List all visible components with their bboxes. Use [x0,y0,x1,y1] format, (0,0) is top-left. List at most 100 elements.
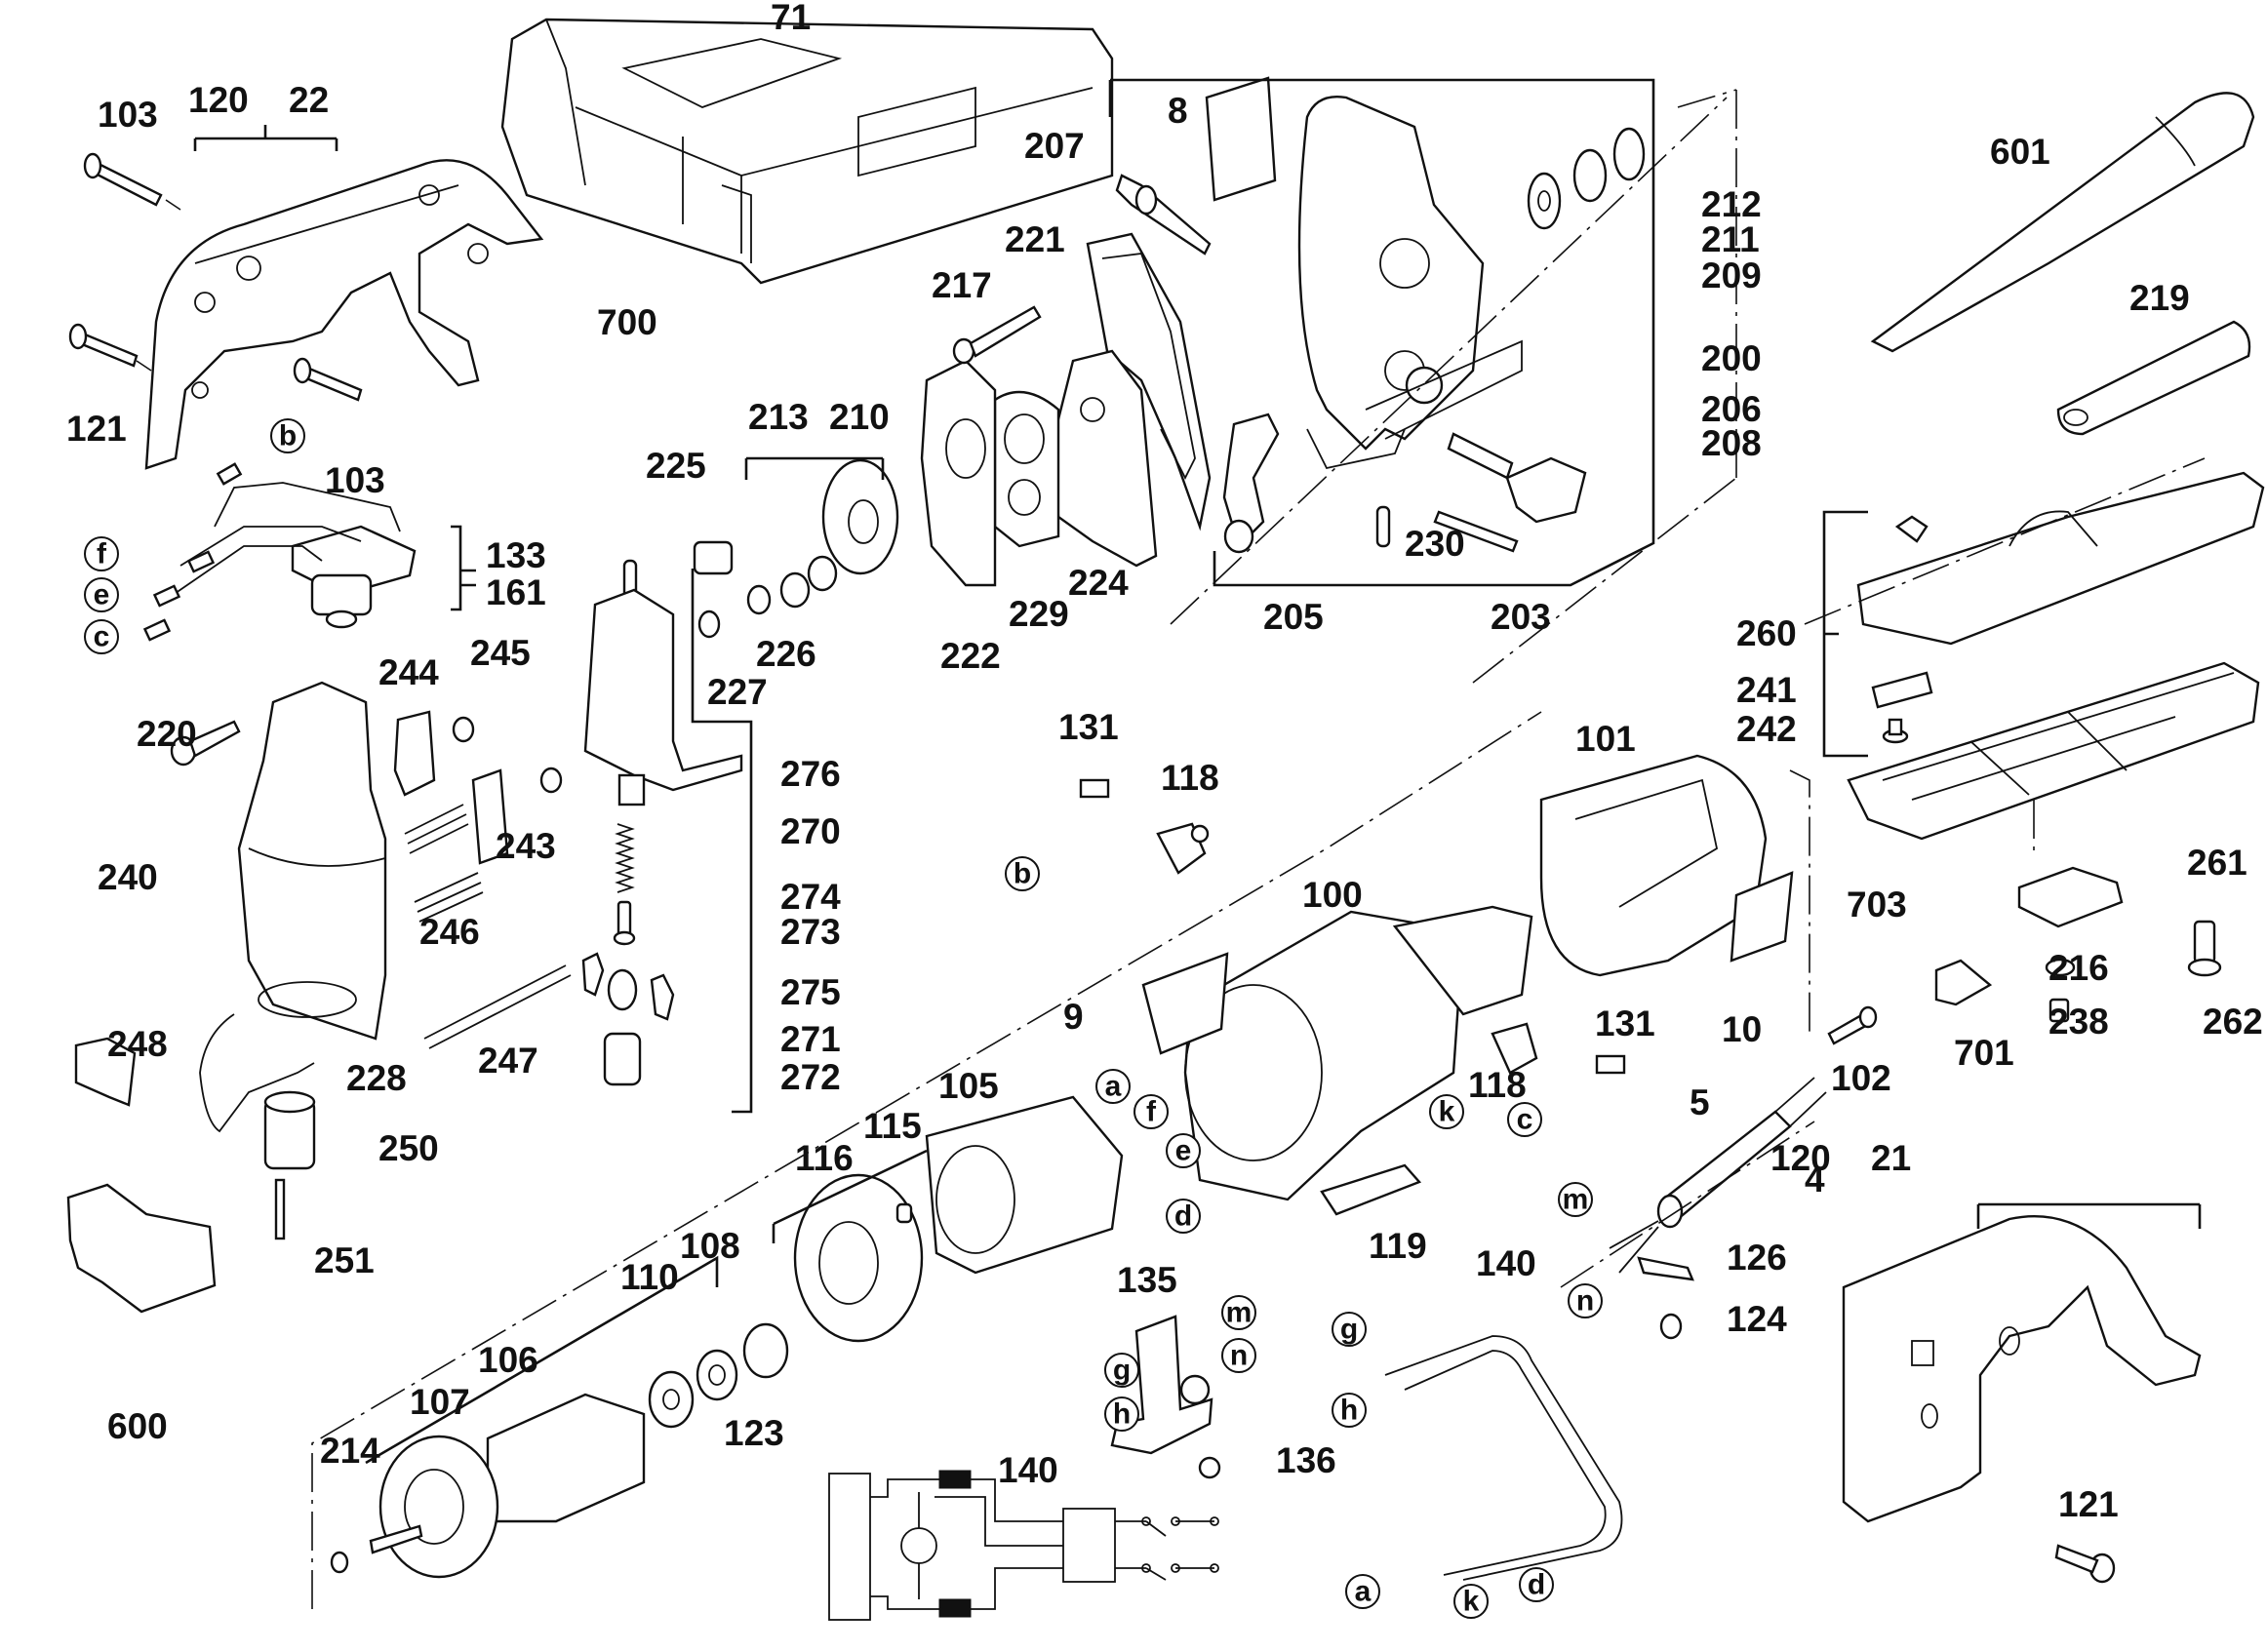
plate-222 [920,359,997,587]
part-label-208: 208 [1701,423,1762,463]
part-label-4: 4 [1805,1160,1825,1200]
bearing-209 [1527,172,1562,230]
slide-244 [393,710,436,797]
callout-letter: b [1014,858,1031,890]
connector-callout-g: g [1104,1353,1139,1388]
wiring-schematic [828,1470,1219,1621]
base-plate-260 [1856,471,2265,646]
screw-136 [1198,1456,1221,1479]
rocker-205 [1222,413,1280,554]
screw-273 [613,900,636,946]
callout-letter: d [1174,1200,1192,1233]
part-label-119: 119 [1369,1226,1427,1266]
part-label-217: 217 [932,265,992,305]
pin-206 [1447,432,1514,480]
spring-271 [607,968,638,1011]
connector-callout-b: b [1005,856,1040,891]
screw-103-top [83,152,181,211]
power-cord-4-5 [1609,1077,1827,1274]
screw-124 [1659,1313,1683,1340]
gear-housing [1297,96,1523,470]
part-label-230: 230 [1405,524,1465,564]
connector-callout-d: d [1519,1567,1554,1602]
bolt-262 [2187,920,2222,977]
callout-letter: d [1528,1569,1545,1601]
brush-holder-118-bottom [1491,1022,1538,1075]
part-label-124: 124 [1727,1299,1787,1339]
callout-circle [1507,1102,1542,1137]
part-label-261: 261 [2187,843,2247,883]
part-label-221: 221 [1005,219,1065,259]
part-label-10: 10 [1722,1009,1762,1049]
part-label-106: 106 [478,1340,538,1380]
screw-102 [1827,1005,1878,1045]
part-label-226: 226 [756,634,816,674]
part-label-248: 248 [107,1024,168,1064]
screws-245 [452,716,563,794]
part-label-260: 260 [1736,613,1797,653]
part-label-121: 121 [2058,1484,2119,1524]
callout-circle [1005,856,1040,891]
handle-cover-right [1842,1215,2202,1523]
part-label-71: 71 [771,0,811,37]
connector-callout-c: c [84,619,119,654]
cap-101 [1539,754,1768,977]
callout-circle [1095,1069,1131,1104]
connector-callout-d: d [1166,1199,1201,1234]
connector-callout-m: m [1558,1182,1593,1217]
part-label-116: 116 [795,1138,854,1178]
connector-callout-n: n [1568,1283,1603,1318]
part-label-272: 272 [780,1057,841,1097]
insert-241 [1871,671,1933,709]
part-label-205: 205 [1263,597,1324,637]
callout-circle [84,619,119,654]
roller-parts-275 [581,952,675,1021]
connector-callout-m: m [1221,1295,1256,1330]
part-label-275: 275 [780,972,841,1012]
plunger-holder-276 [583,559,743,806]
part-label-228: 228 [346,1058,407,1098]
callout-circle [1166,1199,1201,1234]
part-label-273: 273 [780,912,841,952]
connector-callout-n: n [1221,1338,1256,1373]
part-label-220: 220 [137,714,197,754]
part-label-105: 105 [938,1066,999,1106]
part-label-203: 203 [1491,597,1551,637]
callout-letter: g [1113,1355,1131,1387]
connector-callout-g: g [1332,1312,1367,1347]
pin-230 [1375,505,1391,548]
cover-119 [1320,1163,1422,1216]
brush-131-bottom [1595,1054,1626,1075]
callout-circle [270,418,305,453]
gasket-229 [993,390,1060,548]
wire-spring-228 [199,1013,315,1133]
callout-circle [1221,1338,1256,1373]
label-10 [1730,871,1794,963]
pin-115 [895,1202,913,1224]
brackets [193,78,2202,1465]
part-label-9: 9 [1063,997,1084,1037]
screw-220 [170,720,241,767]
washer-226 [746,584,772,615]
part-label-701: 701 [1954,1033,2014,1073]
part-label-101: 101 [1575,719,1636,759]
connector-callout-e: e [1166,1133,1201,1168]
part-label-8: 8 [1168,91,1188,131]
washer-211 [1572,148,1608,203]
part-label-240: 240 [98,857,158,897]
bearing-108 [696,1349,738,1401]
part-label-118: 118 [1468,1065,1527,1105]
callout-letter: m [1563,1184,1589,1216]
part-label-224: 224 [1068,563,1129,603]
sleeve-250 [263,1090,316,1170]
label-9 [1141,952,1229,1055]
part-label-103: 103 [325,460,385,500]
field-coil-105 [925,1095,1124,1275]
part-label-161: 161 [486,572,546,612]
part-label-207: 207 [1024,126,1085,166]
part-label-126: 126 [1727,1238,1787,1278]
part-label-206: 206 [1701,389,1762,429]
callout-circle [1568,1283,1603,1318]
pin-203 [1433,510,1519,553]
